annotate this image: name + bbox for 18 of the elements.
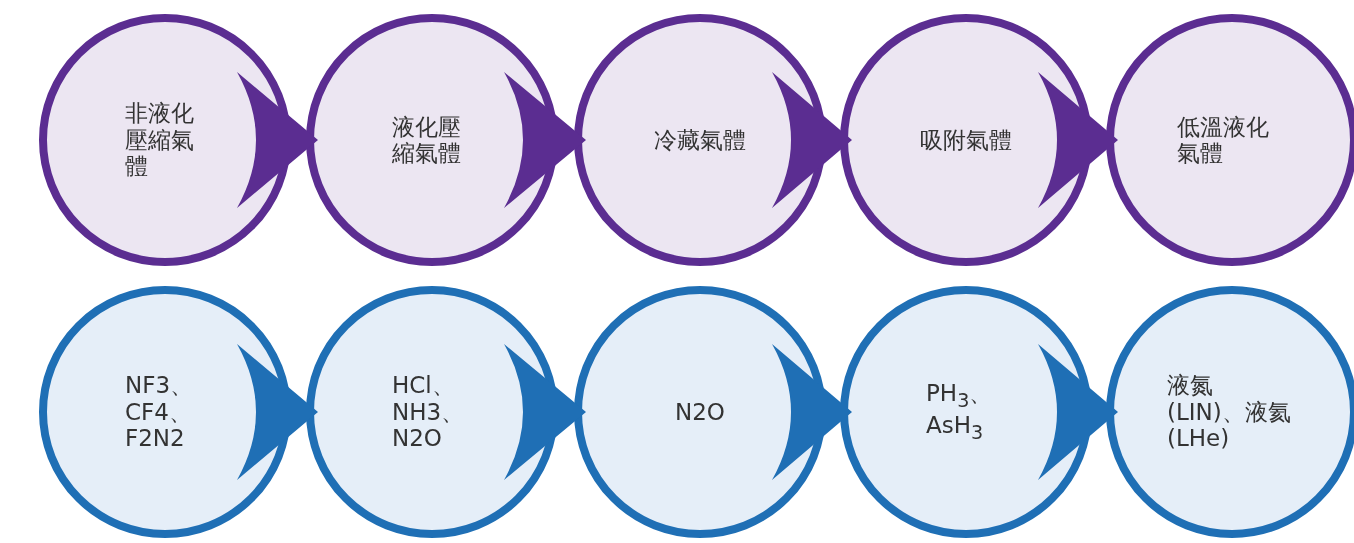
chevron-arrow (237, 72, 318, 208)
circle-label: 低溫液化氣體 (1177, 113, 1270, 167)
circle-label: 非液化壓縮氣體 (125, 100, 195, 180)
circle-label: 液氮 (LIN)、液氦 (LHe) (1167, 372, 1292, 452)
circle-label: N2O (675, 398, 725, 426)
circle-label: HCl、NH3、N2O (392, 372, 466, 452)
chevron-arrow (237, 344, 318, 480)
chevron-arrow (772, 72, 852, 208)
chevron-arrow (1038, 344, 1118, 480)
chevron-arrow (504, 72, 586, 208)
circle-label: 液化壓縮氣體 (392, 113, 462, 167)
chevron-arrow (1038, 72, 1118, 208)
chevron-arrow (772, 344, 852, 480)
chevron-arrow (504, 344, 586, 480)
circle-label: 吸附氣體 (920, 126, 1012, 154)
circle-label: PH$_{3}$、AsH$_{3}$ (926, 380, 994, 444)
circle-label: 冷藏氣體 (654, 126, 746, 154)
circle-label: NF3、CF4、F2N2 (125, 372, 195, 452)
